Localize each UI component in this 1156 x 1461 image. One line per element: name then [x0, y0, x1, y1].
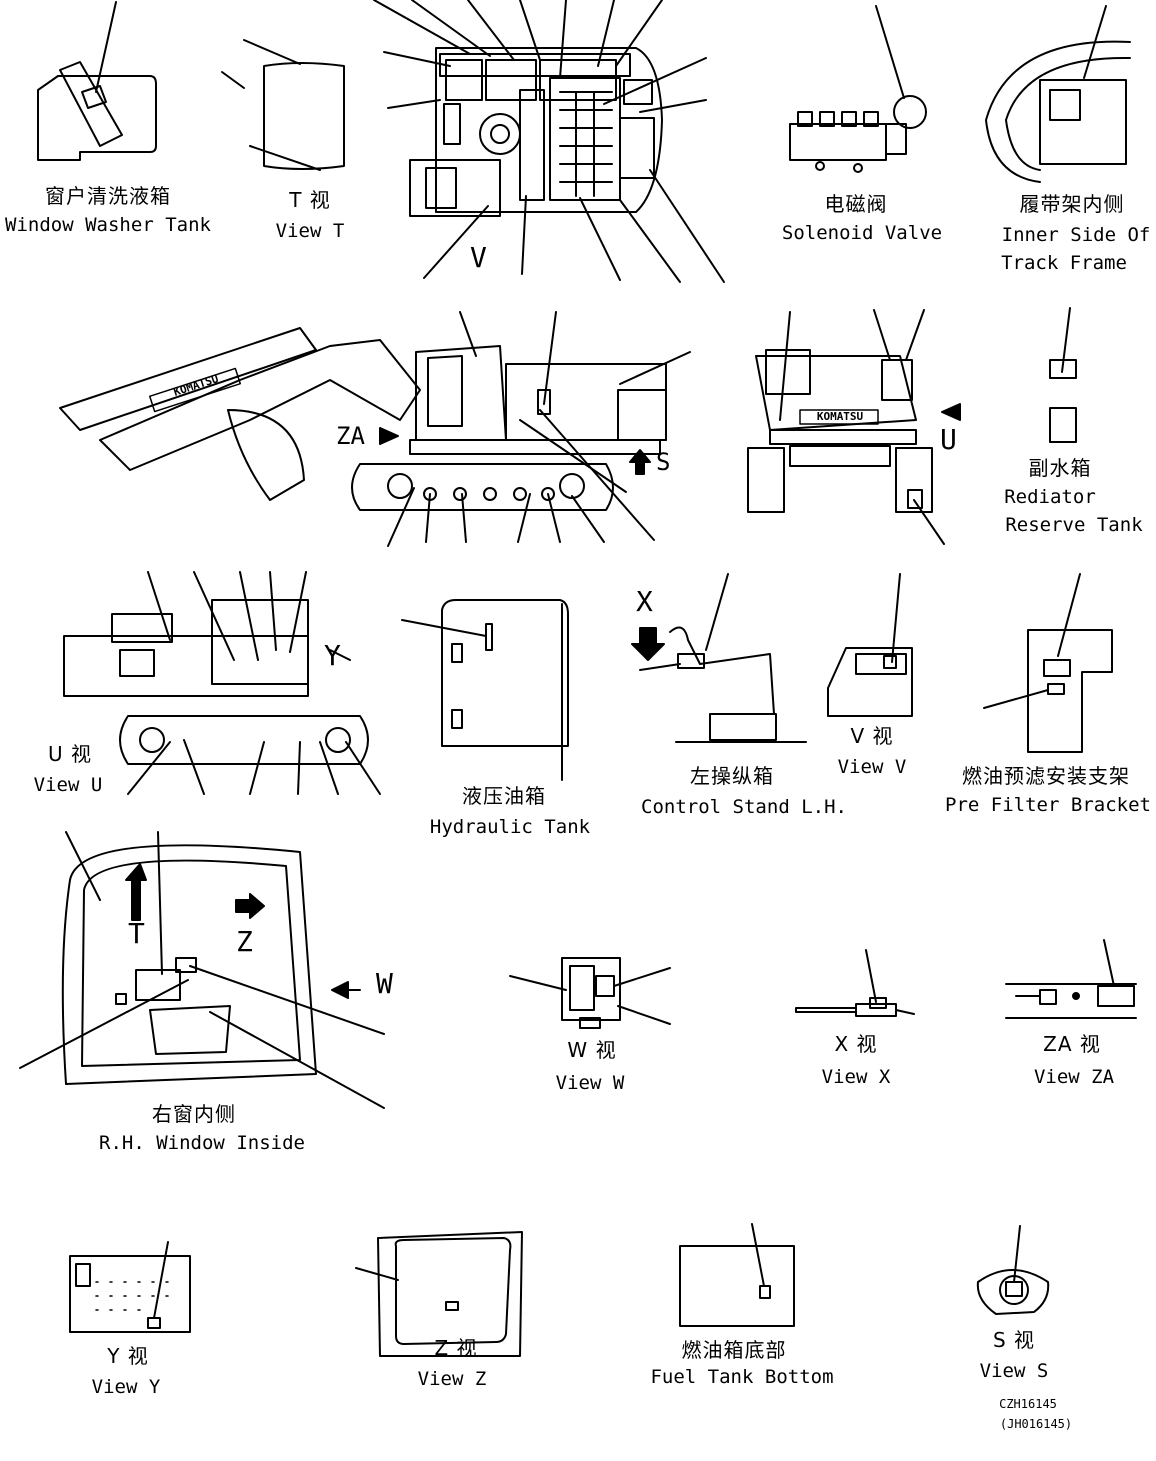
- drawing-code: CZH16145: [999, 1397, 1057, 1411]
- fuel-cn: 燃油箱底部: [681, 1338, 787, 1362]
- fuel-en: Fuel Tank Bottom: [650, 1366, 834, 1388]
- prefilter-en: Pre Filter Bracket: [945, 794, 1151, 816]
- view-s-en: View S: [979, 1360, 1049, 1382]
- arrow-v-label: V: [470, 241, 487, 274]
- view-u-en: View U: [33, 774, 103, 796]
- view-x-figure: [795, 949, 915, 1017]
- arrow-x-label: X: [636, 585, 653, 618]
- fuel-tank-bottom-figure: [679, 1223, 795, 1327]
- arrow-w-label: W: [376, 967, 393, 1000]
- track-frame-figure: [985, 5, 1131, 183]
- view-w-en: View W: [555, 1072, 625, 1094]
- view-za-figure: [1005, 939, 1137, 1019]
- washer-cn: 窗户清洗液箱: [45, 184, 171, 208]
- solenoid-valve-figure: [789, 5, 927, 173]
- arrow-s-label: S: [656, 448, 671, 476]
- control-cn: 左操纵箱: [690, 764, 774, 788]
- top-view-figure: [373, 0, 725, 283]
- view-t-cn: T 视: [289, 188, 331, 212]
- hydraulic-cn: 液压油箱: [462, 784, 546, 808]
- track-cn: 履带架内侧: [1019, 192, 1125, 216]
- radiator-en-2: Reserve Tank: [1005, 514, 1143, 536]
- window-washer-tank-figure: [37, 1, 157, 161]
- view-w-figure: [509, 957, 671, 1029]
- rh-window-inside-figure: [19, 831, 385, 1109]
- drawing-code-alt: (JH016145): [999, 1417, 1073, 1431]
- rear-view-figure: [747, 309, 961, 545]
- view-z-cn: Z 视: [434, 1336, 478, 1360]
- view-z-en: View Z: [417, 1368, 487, 1390]
- radiator-reserve-tank-figure: [1049, 307, 1077, 443]
- hydraulic-en: Hydraulic Tank: [429, 816, 591, 838]
- arrow-u-label: U: [940, 423, 957, 456]
- view-v-en: View V: [837, 756, 907, 778]
- prefilter-cn: 燃油预滤安装支架: [962, 764, 1130, 788]
- view-y-cn: Y 视: [107, 1344, 149, 1368]
- arrow-za-label: ZA: [336, 422, 365, 450]
- view-y-figure: [69, 1241, 191, 1333]
- hydraulic-tank-figure: [401, 599, 569, 781]
- view-t-figure: [221, 39, 345, 171]
- arrow-t-label: T: [128, 917, 145, 950]
- pre-filter-bracket-figure: [983, 573, 1113, 753]
- track-en-2: Track Frame: [1001, 252, 1127, 274]
- control-stand-figure: [631, 573, 807, 743]
- radiator-en-1: Rediator: [1004, 486, 1096, 508]
- view-s-cn: S 视: [992, 1328, 1036, 1352]
- track-en-1: Inner Side Of: [1001, 224, 1151, 246]
- arrow-z-label: Z: [236, 925, 253, 958]
- view-t-en: View T: [275, 220, 345, 242]
- radiator-cn: 副水箱: [1028, 456, 1092, 480]
- excavator-side-figure: [59, 311, 691, 547]
- view-v-cn: V 视: [850, 724, 894, 748]
- view-v-figure: [827, 573, 913, 717]
- solenoid-cn: 电磁阀: [824, 192, 888, 216]
- view-za-cn: ZA 视: [1043, 1032, 1101, 1056]
- view-u-cn: U 视: [48, 742, 92, 766]
- view-z-figure: [355, 1231, 523, 1357]
- arrow-y-label: Y: [324, 639, 341, 672]
- view-za-en: View ZA: [1033, 1066, 1115, 1088]
- view-s-figure: [976, 1225, 1050, 1315]
- solenoid-en: Solenoid Valve: [781, 222, 943, 244]
- view-u-figure: [63, 571, 381, 795]
- view-x-cn: X 视: [834, 1032, 878, 1056]
- counterweight-logo: KOMATSU: [816, 410, 864, 423]
- rh-window-cn: 右窗内侧: [152, 1102, 236, 1126]
- control-en: Control Stand L.H.: [641, 796, 847, 818]
- view-y-en: View Y: [91, 1376, 161, 1398]
- view-w-cn: W 视: [567, 1038, 617, 1062]
- rh-window-en: R.H. Window Inside: [99, 1132, 305, 1154]
- washer-en: Window Washer Tank: [5, 214, 211, 236]
- view-x-en: View X: [821, 1066, 891, 1088]
